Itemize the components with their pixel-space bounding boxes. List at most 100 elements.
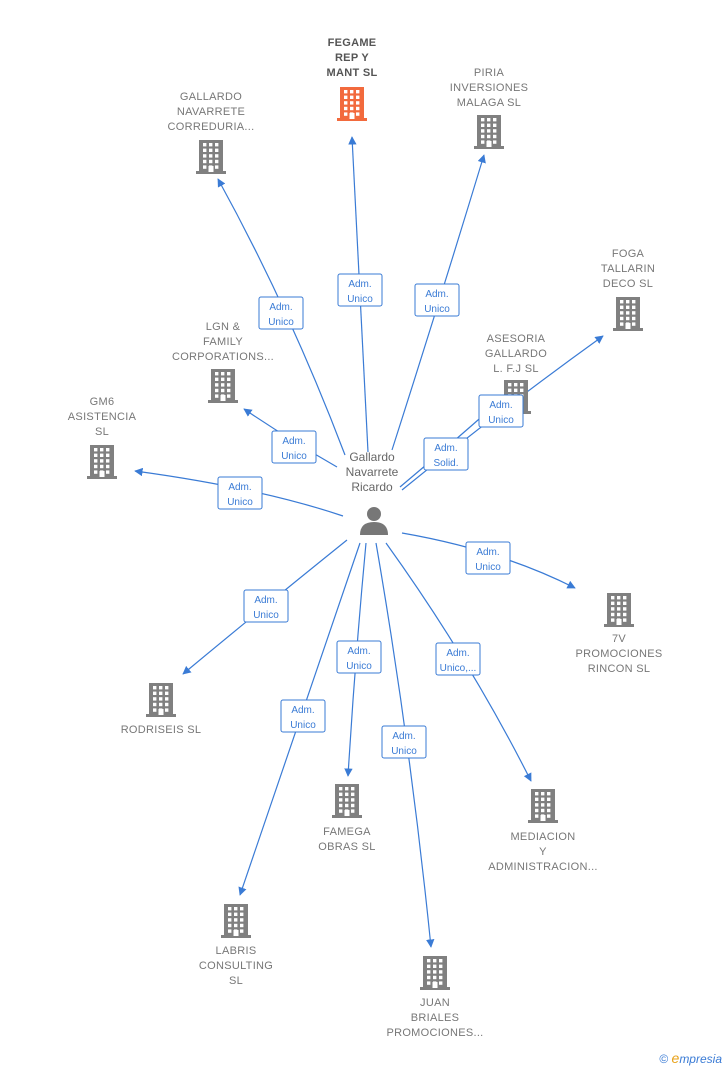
copyright-symbol: © [659, 1052, 669, 1066]
node-famega[interactable]: FAMEGA OBRAS SL [318, 784, 375, 853]
edge-label-text: Solid. [433, 458, 458, 469]
edge-label-famega[interactable]: Adm. Unico [336, 640, 382, 674]
node-label: PIRIA [474, 67, 505, 79]
edge-label-text: Adm. [434, 443, 457, 454]
edge-label-lgn[interactable]: Adm. Unico [271, 430, 317, 464]
building-icon[interactable] [87, 445, 117, 479]
building-icon[interactable] [196, 140, 226, 174]
edge-label-text: Unico [391, 746, 417, 757]
node-label: PROMOCIONES... [386, 1027, 483, 1039]
brand-initial: e [671, 1050, 680, 1066]
edge-label-text: Adm. [291, 705, 314, 716]
node-label: DECO SL [603, 278, 653, 290]
edge-label-text: Unico [253, 610, 279, 621]
node-lgn[interactable]: LGN &FAMILYCORPORATIONS... [172, 321, 274, 403]
edge-label-box [465, 541, 511, 575]
building-icon[interactable] [332, 784, 362, 818]
building-icon[interactable] [337, 87, 367, 121]
center-label: Gallardo [349, 450, 395, 464]
edge-label-box [243, 589, 289, 623]
edge-label-box [381, 725, 427, 759]
node-label: MANT SL [327, 67, 378, 79]
node-label: FAMILY [203, 336, 243, 348]
edge-label-fegame[interactable]: Adm.Unico [337, 273, 383, 307]
edge-label-text: Adm. [348, 279, 371, 290]
edge-label-text: Unico [424, 304, 450, 315]
edge-label-box [423, 437, 469, 471]
edge-label-text: Adm. [254, 595, 277, 606]
edge-label-box [271, 430, 317, 464]
edge-label-text: Unico [290, 720, 316, 731]
node-label: TALLARIN [601, 263, 655, 275]
node-label: MEDIACION [510, 831, 575, 843]
node-label: PROMOCIONES [575, 648, 662, 660]
edge-label-text: Adm. [476, 547, 499, 558]
edge-label-text: Unico [281, 451, 307, 462]
edge-label-text: Adm. [392, 731, 415, 742]
building-icon[interactable] [221, 904, 251, 938]
edge-label-text: Unico,... [440, 663, 477, 674]
node-label: SL [229, 975, 243, 987]
edge-label-text: Unico [488, 415, 514, 426]
node-label: OBRAS SL [318, 841, 375, 853]
node-rodriseis[interactable]: RODRISEIS SL [121, 683, 202, 736]
edge-label-text: Unico [346, 661, 372, 672]
node-label: LGN & [206, 321, 241, 333]
node-mediacion[interactable]: MEDIACIONYADMINISTRACION... [488, 789, 598, 873]
edge-label-text: Adm. [228, 482, 251, 493]
node-label: GALLARDO [180, 91, 242, 103]
node-7v[interactable]: 7V PROMOCIONES RINCON SL [575, 593, 662, 675]
node-label: 7V [612, 633, 626, 645]
building-icon[interactable] [528, 789, 558, 823]
node-label: GALLARDO [485, 348, 547, 360]
node-label: CONSULTING [199, 960, 273, 972]
center-label: Navarrete [346, 465, 399, 479]
building-icon[interactable] [474, 115, 504, 149]
node-label: SL [95, 426, 109, 438]
edge-label-gallardo-correduria[interactable]: Adm. Unico [258, 296, 304, 330]
edge-label-rodriseis[interactable]: Adm. Unico [243, 589, 289, 623]
edge-label-text: Adm. [269, 302, 292, 313]
edge-label-juan[interactable]: Adm. Unico [381, 725, 427, 759]
edge-label-text: Unico [227, 497, 253, 508]
node-label: GM6 [90, 396, 115, 408]
node-gallardo-correduria[interactable]: GALLARDONAVARRETECORREDURIA... [167, 91, 254, 174]
edge-label-piria[interactable]: Adm. Unico [414, 283, 460, 317]
edge-label-box [258, 296, 304, 330]
edge-label-labris[interactable]: Adm. Unico [280, 699, 326, 733]
building-icon[interactable] [604, 593, 634, 627]
node-label: RINCON SL [588, 663, 651, 675]
node-label: ADMINISTRACION... [488, 861, 598, 873]
building-icon[interactable] [420, 956, 450, 990]
node-label: L. F.J SL [493, 363, 539, 375]
edge-label-foga[interactable]: Adm. Unico [478, 394, 524, 428]
edge-label-box [217, 476, 263, 510]
edge-label-gm6[interactable]: Adm. Unico [217, 476, 263, 510]
building-icon[interactable] [146, 683, 176, 717]
edge-label-text: Adm. [282, 436, 305, 447]
node-label: INVERSIONES [450, 82, 529, 94]
edge-label-text: Unico [268, 317, 294, 328]
brand-name: mpresia [679, 1052, 722, 1066]
building-icon[interactable] [613, 297, 643, 331]
edge-label-7v[interactable]: Adm.Unico [465, 541, 511, 575]
edge-label-asesoria[interactable]: Adm. Solid. [423, 437, 469, 471]
node-label: CORREDURIA... [167, 121, 254, 133]
edge-label-text: Adm. [347, 646, 370, 657]
edge-label-text: Adm. [425, 289, 448, 300]
node-label: FAMEGA [323, 826, 371, 838]
edge-label-text: Adm. [489, 400, 512, 411]
node-label: JUAN [420, 997, 450, 1009]
building-icon[interactable] [208, 369, 238, 403]
edge-label-mediacion[interactable]: Adm.Unico,... [435, 642, 481, 676]
node-juan[interactable]: JUANBRIALESPROMOCIONES... [386, 956, 483, 1039]
